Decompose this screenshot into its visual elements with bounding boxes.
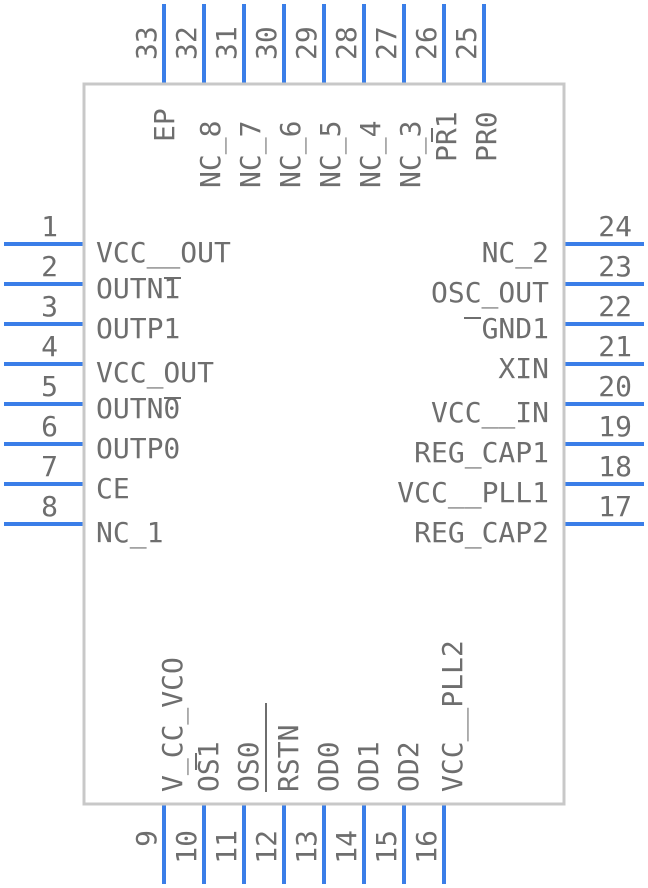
pin-number: 14 <box>330 830 363 864</box>
component-body <box>82 82 566 806</box>
pin-name: OD1 <box>352 741 385 792</box>
pin-name: OD2 <box>392 741 425 792</box>
pin-number: 5 <box>41 370 58 403</box>
pin-name: OUTP0 <box>96 432 180 465</box>
pin-number: 3 <box>41 290 58 323</box>
bottom-pin-names: V_CC_VCO OS1 OS0 RSTN OD0 OD1 OD2 VCC__P… <box>156 640 470 792</box>
pin-number: 9 <box>130 830 163 847</box>
pin-name: OS0 <box>232 741 265 792</box>
pin-number: 23 <box>598 250 632 283</box>
pin-name: REG_CAP1 <box>414 436 549 470</box>
pin-number: 17 <box>598 490 632 523</box>
pin-number: 29 <box>290 26 323 60</box>
pin-number: 15 <box>370 830 403 864</box>
pin-name: OD0 <box>312 741 345 792</box>
pin-number: 1 <box>41 210 58 243</box>
pin-number: 25 <box>450 26 483 60</box>
pin-name: GND1 <box>482 312 549 345</box>
active-low-overbars <box>164 128 481 792</box>
pin-number: 27 <box>370 26 403 60</box>
top-pin-numbers: 33 32 31 30 29 28 27 26 25 <box>130 26 483 60</box>
pin-name: OS1 <box>192 741 225 792</box>
pin-number: 11 <box>210 830 243 864</box>
left-pin-names: VCC__OUT OUTN1 OUTP1 VCC_OUT OUTN0 OUTP0… <box>96 236 231 550</box>
pin-name: NC_7 <box>234 121 268 188</box>
pin-name: CE <box>96 472 130 505</box>
pin-name: RSTN <box>272 725 305 792</box>
pin-number: 4 <box>41 330 58 363</box>
pin-name: PR1 <box>430 111 463 162</box>
pin-name: VCC_OUT <box>96 356 214 390</box>
pin-name: NC_8 <box>194 121 228 188</box>
pin-number: 18 <box>598 450 632 483</box>
pin-name: VCC__IN <box>431 396 549 430</box>
pin-name: REG_CAP2 <box>414 516 549 550</box>
pin-name: VCC__PLL1 <box>397 476 549 510</box>
pin-name: OSC_OUT <box>431 276 549 310</box>
pin-number: 26 <box>410 26 443 60</box>
left-pin-numbers: 1 2 3 4 5 6 7 8 <box>41 210 58 523</box>
pin-number: 28 <box>330 26 363 60</box>
pin-name: NC_1 <box>96 516 163 550</box>
right-pin-names: NC_2 OSC_OUT GND1 XIN VCC__IN REG_CAP1 V… <box>397 236 549 550</box>
pin-name: OUTP1 <box>96 312 180 345</box>
pin-number: 24 <box>598 210 632 243</box>
pin-number: 30 <box>250 26 283 60</box>
pin-name: V_CC_VCO <box>156 657 190 792</box>
pin-number: 22 <box>598 290 632 323</box>
pin-number: 2 <box>41 250 58 283</box>
pin-number: 12 <box>250 830 283 864</box>
pin-number: 32 <box>170 26 203 60</box>
pin-number: 21 <box>598 330 632 363</box>
pin-name: OUTN1 <box>96 272 180 305</box>
pin-number: 31 <box>210 26 243 60</box>
pin-number: 10 <box>170 830 203 864</box>
pin-number: 7 <box>41 450 58 483</box>
top-pin-names: EP NC_8 NC_7 NC_6 NC_5 NC_4 NC_3 PR1 PR0 <box>148 108 503 188</box>
pin-number: 16 <box>410 830 443 864</box>
pin-number: 6 <box>41 410 58 443</box>
pin-lines <box>4 4 644 884</box>
pin-name: VCC__OUT <box>96 236 231 270</box>
pin-name: NC_4 <box>354 121 388 188</box>
pin-number: 13 <box>290 830 323 864</box>
pin-name: OUTN0 <box>96 392 180 425</box>
pin-number: 33 <box>130 26 163 60</box>
pin-name: VCC__PLL2 <box>436 640 470 792</box>
right-pin-numbers: 24 23 22 21 20 19 18 17 <box>598 210 632 523</box>
pin-name: NC_3 <box>394 121 428 188</box>
bottom-pin-numbers: 9 10 11 12 13 14 15 16 <box>130 830 443 864</box>
pin-name: NC_5 <box>314 121 348 188</box>
pin-number: 8 <box>41 490 58 523</box>
pin-name: NC_6 <box>274 121 308 188</box>
pin-name: XIN <box>498 352 549 385</box>
pin-number: 20 <box>598 370 632 403</box>
pin-number: 19 <box>598 410 632 443</box>
pin-name: PR0 <box>470 111 503 162</box>
pin-name: EP <box>148 108 181 142</box>
pin-name: NC_2 <box>482 236 549 270</box>
